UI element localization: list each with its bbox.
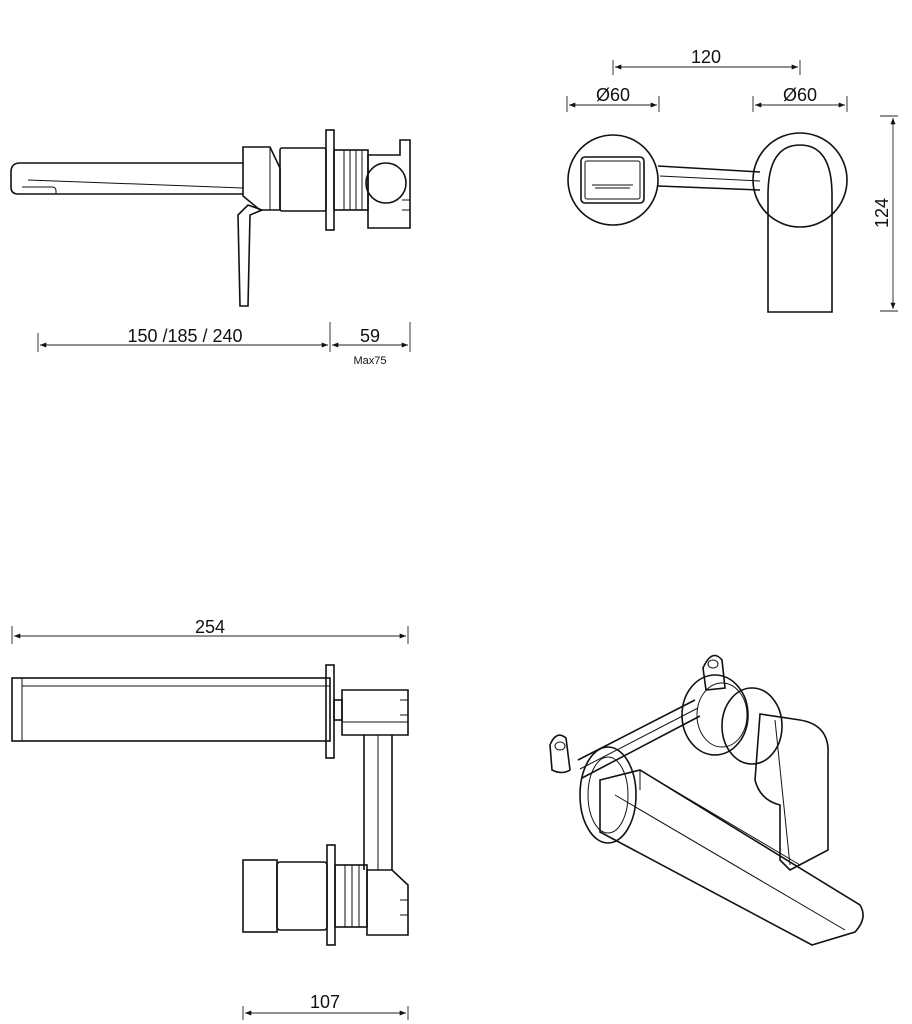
- plan-view: [11, 664, 409, 946]
- dim-dia-left: Ø60: [596, 85, 630, 105]
- dim-depth: 59: [360, 326, 380, 346]
- side-view-dimensions: 150 /185 / 240 59 Max75: [37, 322, 411, 367]
- dim-centers: 120: [691, 47, 721, 67]
- front-view-dimensions: 120 Ø60 Ø60 124: [566, 47, 898, 312]
- dim-plan-depth: 107: [310, 992, 340, 1012]
- dim-total-length: 254: [195, 617, 225, 637]
- dim-height: 124: [872, 198, 892, 228]
- front-view: [567, 132, 848, 313]
- dim-depth-max: Max75: [353, 355, 386, 367]
- side-view: [10, 129, 411, 307]
- isometric-view: [549, 654, 864, 946]
- dim-dia-right: Ø60: [783, 85, 817, 105]
- dim-spout-length: 150 /185 / 240: [127, 326, 242, 346]
- plan-view-dimensions: 254 107: [11, 617, 409, 1020]
